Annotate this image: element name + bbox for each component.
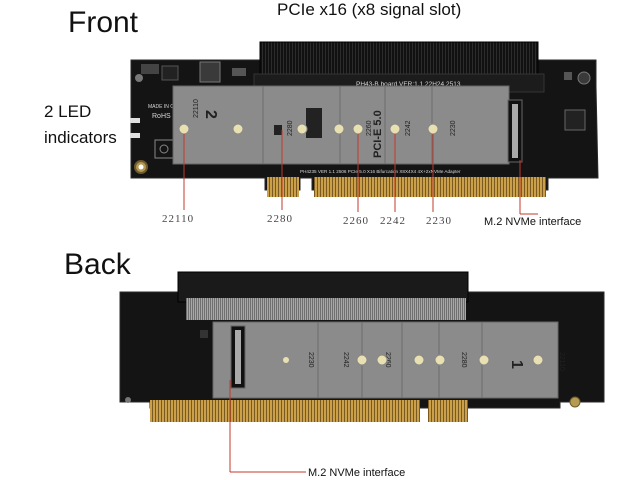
back-callout-line bbox=[229, 380, 306, 473]
nvme-back-callout: M.2 NVMe interface bbox=[308, 467, 406, 479]
led-callout-line1: 2 LED bbox=[44, 102, 92, 121]
front-gold-fingers-left bbox=[267, 177, 299, 197]
led-indicator-2 bbox=[130, 133, 140, 138]
pos-label-2260: 2260 bbox=[343, 215, 369, 227]
pos-label-2280: 2280 bbox=[267, 213, 293, 225]
svg-text:PH43-B board VER:1.1 22H24: PH43-B board VER:1.1 22H24 2513 bbox=[356, 81, 461, 88]
nvme-front-callout: M.2 NVMe interface bbox=[484, 216, 582, 228]
slot-callout: PCIe x16 (x8 signal slot) bbox=[277, 0, 462, 19]
controller-chip bbox=[564, 109, 586, 131]
svg-text:1: 1 bbox=[508, 360, 525, 369]
svg-text:MADE IN CHINA: MADE IN CHINA bbox=[148, 104, 186, 110]
mounting-hole-back bbox=[569, 396, 581, 408]
svg-text:RoHS: RoHS bbox=[152, 113, 171, 120]
front-title: Front bbox=[68, 6, 139, 39]
back-gold-fingers-right bbox=[428, 400, 468, 422]
svg-text:2242: 2242 bbox=[405, 120, 412, 136]
led-callout-line2: indicators bbox=[44, 128, 117, 147]
svg-text:2280: 2280 bbox=[460, 352, 467, 368]
svg-text:22110: 22110 bbox=[193, 99, 200, 118]
svg-text:PCI-E 5.0: PCI-E 5.0 bbox=[372, 110, 384, 158]
svg-text:2260: 2260 bbox=[366, 120, 373, 136]
pos-label-22110: 22110 bbox=[162, 213, 195, 225]
svg-text:22110: 22110 bbox=[558, 352, 565, 371]
back-pcie-slot bbox=[177, 271, 469, 303]
pos-label-2242: 2242 bbox=[380, 215, 406, 227]
led-indicator-1 bbox=[130, 118, 140, 123]
svg-text:PH4235 VER 1.1 2506 PC: PH4235 VER 1.1 2506 PCIe 5.0 X16 Bifurca… bbox=[300, 169, 461, 174]
inductor bbox=[199, 61, 221, 83]
pos-label-2230: 2230 bbox=[426, 215, 452, 227]
svg-text:2242: 2242 bbox=[342, 352, 349, 368]
front-gold-fingers-right bbox=[314, 177, 546, 197]
svg-text:2: 2 bbox=[202, 110, 219, 119]
svg-text:2230: 2230 bbox=[450, 120, 457, 136]
svg-text:2280: 2280 bbox=[287, 120, 294, 136]
back-standoffs bbox=[283, 354, 544, 366]
front-callout-lines bbox=[183, 130, 538, 215]
svg-text:2260: 2260 bbox=[384, 352, 391, 368]
svg-text:2230: 2230 bbox=[307, 352, 314, 368]
back-title: Back bbox=[64, 248, 131, 281]
back-gold-fingers-left bbox=[150, 400, 420, 422]
